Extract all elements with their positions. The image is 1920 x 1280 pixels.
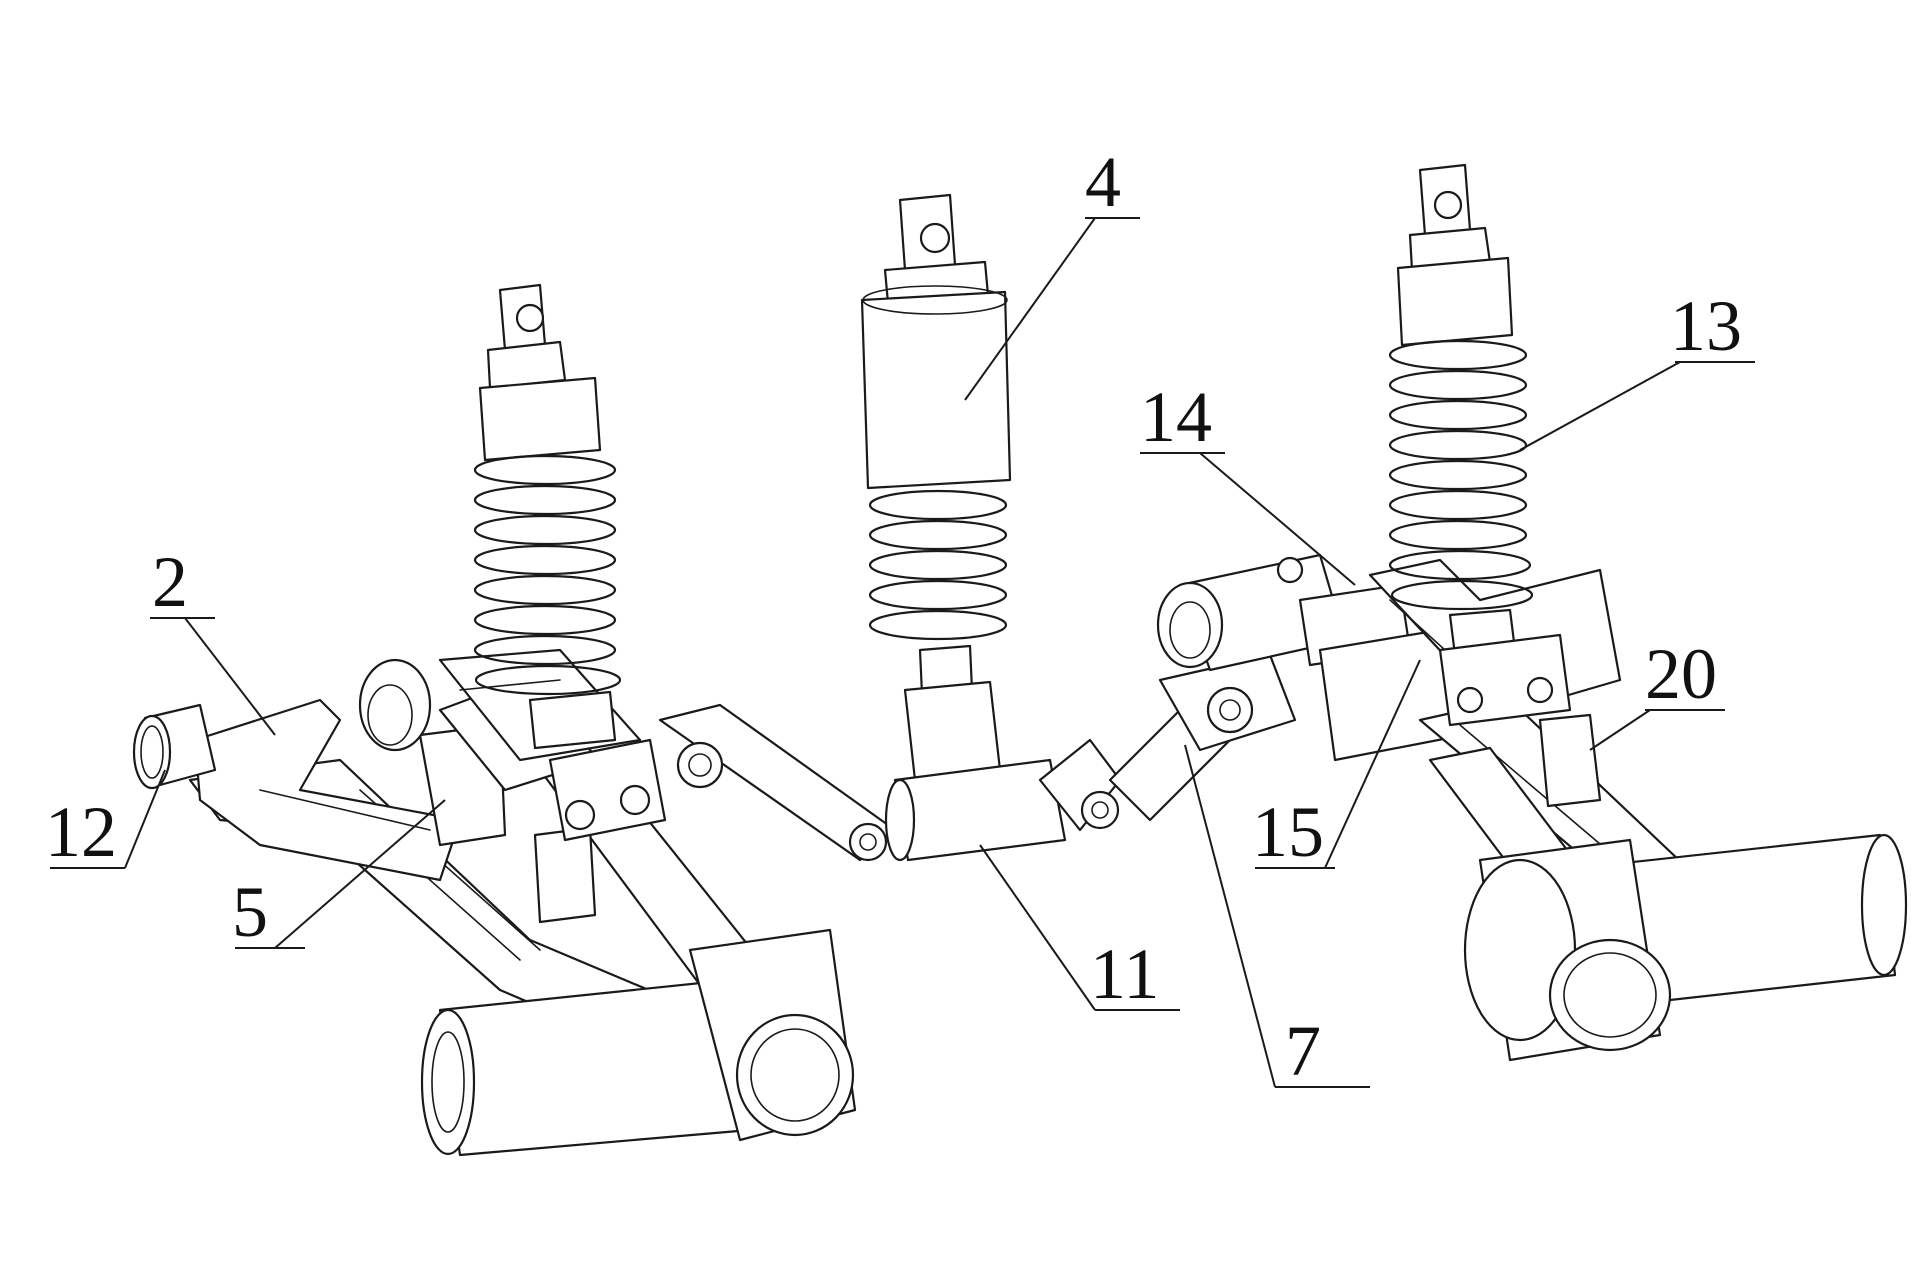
left-shock-body <box>478 376 602 462</box>
left-trailing-arm-assembly <box>132 648 857 1157</box>
label-7: 7 <box>1285 1011 1321 1091</box>
label-20: 20 <box>1645 634 1717 714</box>
label-13: 13 <box>1670 286 1742 366</box>
label-15: 15 <box>1252 792 1324 872</box>
left-wheel-axle <box>438 978 752 1157</box>
left-connecting-link <box>658 703 897 862</box>
label-14: 14 <box>1140 377 1212 457</box>
label-2: 2 <box>152 542 188 622</box>
left-shock-absorber <box>473 283 667 842</box>
right-shock-absorber-13 <box>1388 163 1572 727</box>
center-shock-absorber-4 <box>860 193 1012 782</box>
label-12: 12 <box>45 792 117 872</box>
label-4: 4 <box>1085 142 1121 222</box>
label-5: 5 <box>232 872 268 952</box>
leader-lines <box>50 217 1755 1088</box>
reference-numerals: 2 4 5 7 11 12 13 14 15 20 <box>45 142 1742 1091</box>
right-block-20 <box>1538 713 1602 808</box>
label-11: 11 <box>1090 934 1159 1014</box>
right-connecting-link-7 <box>1108 653 1297 822</box>
center-cross-tube-11 <box>884 738 1122 862</box>
shock-body-4 <box>860 290 1012 490</box>
